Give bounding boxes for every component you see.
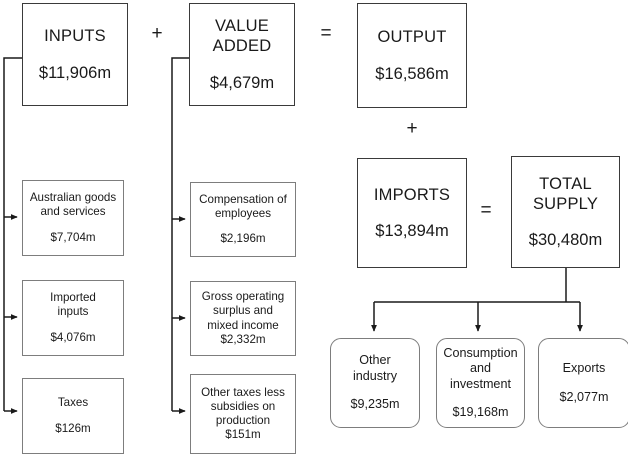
imported-inputs-line1: Imported bbox=[50, 291, 96, 305]
node-output-value: $16,586m bbox=[375, 64, 449, 83]
node-total-supply-label-line1: TOTAL bbox=[539, 174, 592, 193]
node-taxes[interactable]: Taxes $126m bbox=[22, 378, 124, 454]
node-imports-label: IMPORTS bbox=[373, 185, 451, 204]
node-value-added-label-line1: VALUE bbox=[215, 17, 269, 36]
node-other-industry[interactable]: Other industry $9,235m bbox=[330, 338, 420, 428]
consumption-line2: and bbox=[469, 361, 491, 376]
imported-inputs-value: $4,076m bbox=[50, 330, 96, 344]
node-gross-operating-surplus[interactable]: Gross operating surplus and mixed income… bbox=[190, 281, 296, 356]
gross-operating-line2: surplus and bbox=[213, 304, 273, 318]
node-value-added[interactable]: VALUE ADDED $4,679m bbox=[189, 3, 295, 106]
other-taxes-value: $151m bbox=[225, 428, 261, 442]
operator-equals-2: = bbox=[480, 200, 492, 221]
node-consumption-and-investment[interactable]: Consumption and investment $19,168m bbox=[436, 338, 525, 428]
other-industry-line2: industry bbox=[352, 368, 398, 383]
other-industry-value: $9,235m bbox=[350, 397, 400, 412]
compensation-value: $2,196m bbox=[220, 232, 266, 246]
operator-plus-1: + bbox=[151, 23, 163, 44]
node-imported-inputs[interactable]: Imported inputs $4,076m bbox=[22, 280, 124, 356]
other-taxes-line1: Other taxes less bbox=[201, 385, 285, 399]
node-other-taxes-less-subsidies[interactable]: Other taxes less subsidies on production… bbox=[190, 374, 296, 454]
australian-goods-line1: Australian goods bbox=[29, 191, 117, 205]
node-imports[interactable]: IMPORTS $13,894m bbox=[357, 158, 467, 268]
value-added-connector-group bbox=[171, 57, 189, 414]
other-taxes-line2: subsidies on bbox=[210, 399, 276, 413]
node-value-added-value: $4,679m bbox=[209, 73, 275, 92]
consumption-line1: Consumption bbox=[443, 345, 518, 360]
node-value-added-label-line2: ADDED bbox=[212, 37, 272, 56]
node-total-supply[interactable]: TOTAL SUPPLY $30,480m bbox=[511, 156, 620, 268]
taxes-line1: Taxes bbox=[57, 396, 89, 410]
consumption-line3: investment bbox=[450, 376, 511, 391]
node-inputs-label: INPUTS bbox=[44, 27, 106, 46]
australian-goods-value: $7,704m bbox=[50, 230, 96, 244]
compensation-line1: Compensation of bbox=[199, 192, 287, 206]
node-exports[interactable]: Exports $2,077m bbox=[538, 338, 628, 428]
consumption-value: $19,168m bbox=[452, 404, 509, 419]
exports-line1: Exports bbox=[562, 361, 606, 376]
operator-equals-1: = bbox=[320, 23, 332, 44]
node-compensation-of-employees[interactable]: Compensation of employees $2,196m bbox=[190, 182, 296, 257]
taxes-value: $126m bbox=[55, 421, 91, 435]
imported-inputs-line2: inputs bbox=[57, 305, 89, 319]
gross-operating-line1: Gross operating bbox=[201, 290, 285, 304]
other-industry-line1: Other bbox=[359, 353, 391, 368]
node-inputs-box[interactable]: INPUTS $11,906m bbox=[22, 3, 128, 106]
other-taxes-line3: production bbox=[215, 414, 271, 427]
gross-operating-value: $2,332m bbox=[220, 332, 266, 346]
node-inputs-value: $11,906m bbox=[38, 63, 112, 82]
australian-goods-line2: and services bbox=[40, 205, 106, 219]
node-imports-value: $13,894m bbox=[375, 222, 449, 240]
node-output-label: OUTPUT bbox=[377, 28, 447, 47]
inputs-connector-group bbox=[3, 57, 22, 414]
gross-operating-line3: mixed income bbox=[207, 318, 279, 332]
node-total-supply-value: $30,480m bbox=[528, 231, 603, 250]
node-output[interactable]: OUTPUT $16,586m bbox=[357, 3, 467, 108]
node-total-supply-label-line2: SUPPLY bbox=[532, 194, 599, 213]
compensation-line2: employees bbox=[214, 206, 272, 220]
node-australian-goods-and-services[interactable]: Australian goods and services $7,704m bbox=[22, 180, 124, 256]
exports-value: $2,077m bbox=[559, 389, 609, 404]
total-supply-connector-group bbox=[371, 268, 583, 332]
operator-plus-2: + bbox=[406, 118, 418, 139]
